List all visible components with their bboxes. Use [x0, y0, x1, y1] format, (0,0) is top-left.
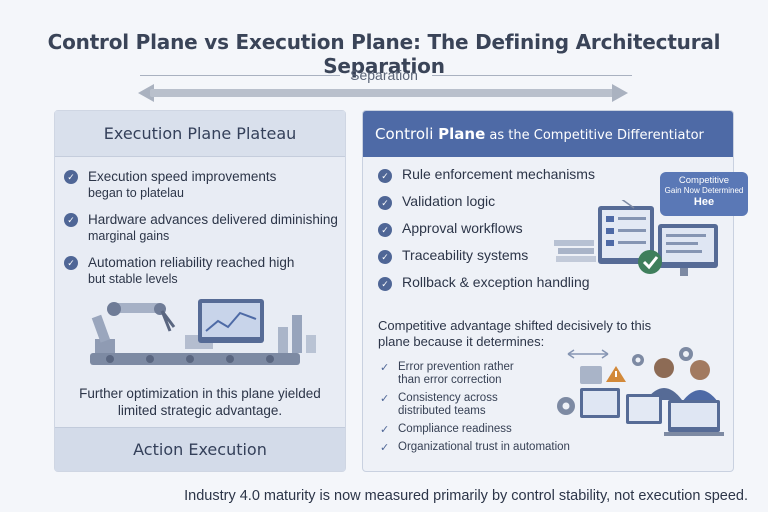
left-item-line2: but stable levels [88, 272, 178, 286]
determines-item: ✓ Consistency across distributed teams [380, 392, 498, 418]
left-item-line1: Automation reliability reached high [88, 255, 295, 270]
control-item: ✓ Approval workflows [378, 220, 523, 237]
bubble-line2: Gain Now Determined [664, 186, 744, 195]
determines-line1: Organizational trust in automation [398, 441, 570, 453]
tick-icon: ✓ [380, 424, 390, 436]
control-plane-header: Controli Plane as the Competitive Differ… [363, 111, 733, 157]
left-summary-line1: Further optimization in this plane yield… [79, 386, 321, 401]
execution-plane-panel: Execution Plane Plateau Action Execution [54, 110, 346, 472]
check-icon: ✓ [378, 249, 392, 264]
control-item-label: Approval workflows [402, 220, 523, 236]
control-item-label: Traceability systems [402, 247, 529, 263]
control-item: ✓ Traceability systems [378, 247, 528, 264]
advantage-line1: Competitive advantage shifted decisively… [378, 318, 652, 333]
control-item-label: Validation logic [402, 193, 496, 209]
double-arrow [150, 89, 620, 97]
bubble-line1: Competitive [678, 175, 730, 186]
separation-label: Separation [350, 67, 418, 83]
check-icon: ✓ [378, 222, 392, 237]
determines-item: ✓ Error prevention rather than error cor… [380, 361, 514, 387]
arrow-left-icon [138, 84, 154, 102]
control-item: ✓ Rollback & exception handling [378, 274, 590, 291]
control-item-label: Rollback & exception handling [402, 274, 590, 290]
tick-icon: ✓ [380, 442, 390, 454]
determines-line1: Compliance readiness [398, 423, 512, 435]
determines-line1: Error prevention rather [398, 361, 514, 373]
tick-icon: ✓ [380, 393, 390, 405]
left-summary: Further optimization in this plane yield… [60, 385, 340, 419]
bubble-line3: Hee [693, 196, 715, 208]
check-icon: ✓ [378, 276, 392, 291]
control-item-label: Rule enforcement mechanisms [402, 166, 595, 182]
arrow-right-icon [612, 84, 628, 102]
check-icon: ✓ [378, 195, 392, 210]
left-item: ✓ Automation reliability reached high bu… [64, 254, 344, 288]
check-icon: ✓ [64, 256, 78, 270]
separation-line-left [140, 75, 340, 76]
tick-icon: ✓ [380, 362, 390, 374]
page-title: Control Plane vs Execution Plane: The De… [47, 30, 721, 78]
left-summary-line2: limited strategic advantage. [117, 403, 283, 418]
determines-line2: than error correction [398, 374, 502, 386]
advantage-text: Competitive advantage shifted decisively… [378, 318, 678, 350]
left-item-line1: Hardware advances delivered diminishing [88, 212, 338, 227]
check-icon: ✓ [64, 170, 78, 184]
check-icon: ✓ [64, 213, 78, 227]
header-part1: Controli [375, 125, 439, 143]
left-item: ✓ Execution speed improvements began to … [64, 168, 344, 202]
team-collaboration-illustration [557, 347, 724, 436]
header-part2: as the Competitive Differentiator [485, 128, 704, 143]
determines-line2: distributed teams [398, 405, 486, 417]
execution-plane-header: Execution Plane Plateau [55, 111, 345, 157]
dashboard-illustration [554, 200, 718, 276]
determines-item: ✓ Organizational trust in automation [380, 441, 570, 454]
competitive-gain-bubble: Competitive Gain Now Determined Hee [660, 172, 748, 216]
left-item-line2: marginal gains [88, 229, 170, 243]
separation-line-right [432, 75, 632, 76]
header-strong: Plane [438, 125, 486, 143]
robot-arm-illustration [90, 299, 316, 365]
control-item: ✓ Rule enforcement mechanisms [378, 166, 595, 183]
bottom-note: Industry 4.0 maturity is now measured pr… [184, 488, 748, 504]
left-item-line2: began to platelau [88, 186, 184, 200]
determines-line1: Consistency across [398, 392, 498, 404]
advantage-line2: plane because it determines: [378, 334, 545, 349]
control-item: ✓ Validation logic [378, 193, 495, 210]
check-icon: ✓ [378, 168, 392, 183]
determines-item: ✓ Compliance readiness [380, 423, 512, 436]
action-execution-footer: Action Execution [55, 427, 345, 471]
left-item: ✓ Hardware advances delivered diminishin… [64, 211, 344, 245]
left-item-line1: Execution speed improvements [88, 169, 277, 184]
